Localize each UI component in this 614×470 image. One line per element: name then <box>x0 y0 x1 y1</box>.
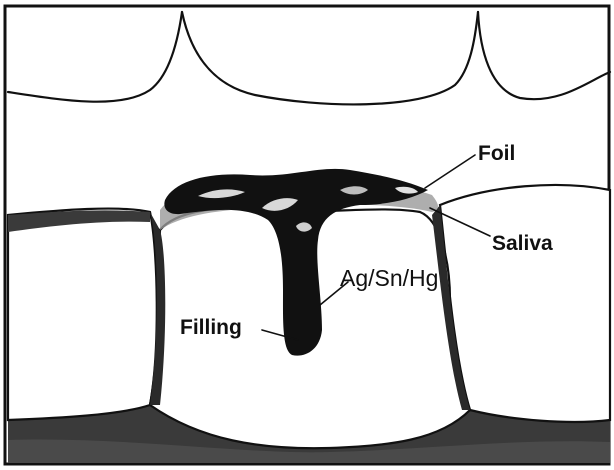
label-foil: Foil <box>478 142 515 165</box>
upper-tooth-left <box>8 12 182 102</box>
label-filling: Filling <box>180 316 242 339</box>
lower-tooth-left <box>8 209 157 420</box>
upper-tooth-right <box>478 12 610 99</box>
upper-teeth <box>8 12 610 104</box>
upper-tooth-middle <box>182 12 478 104</box>
leader-foil <box>425 155 475 188</box>
label-alloy: Ag/Sn/Hg <box>340 265 438 291</box>
label-saliva: Saliva <box>492 232 553 255</box>
lower-tooth-right <box>440 185 610 422</box>
